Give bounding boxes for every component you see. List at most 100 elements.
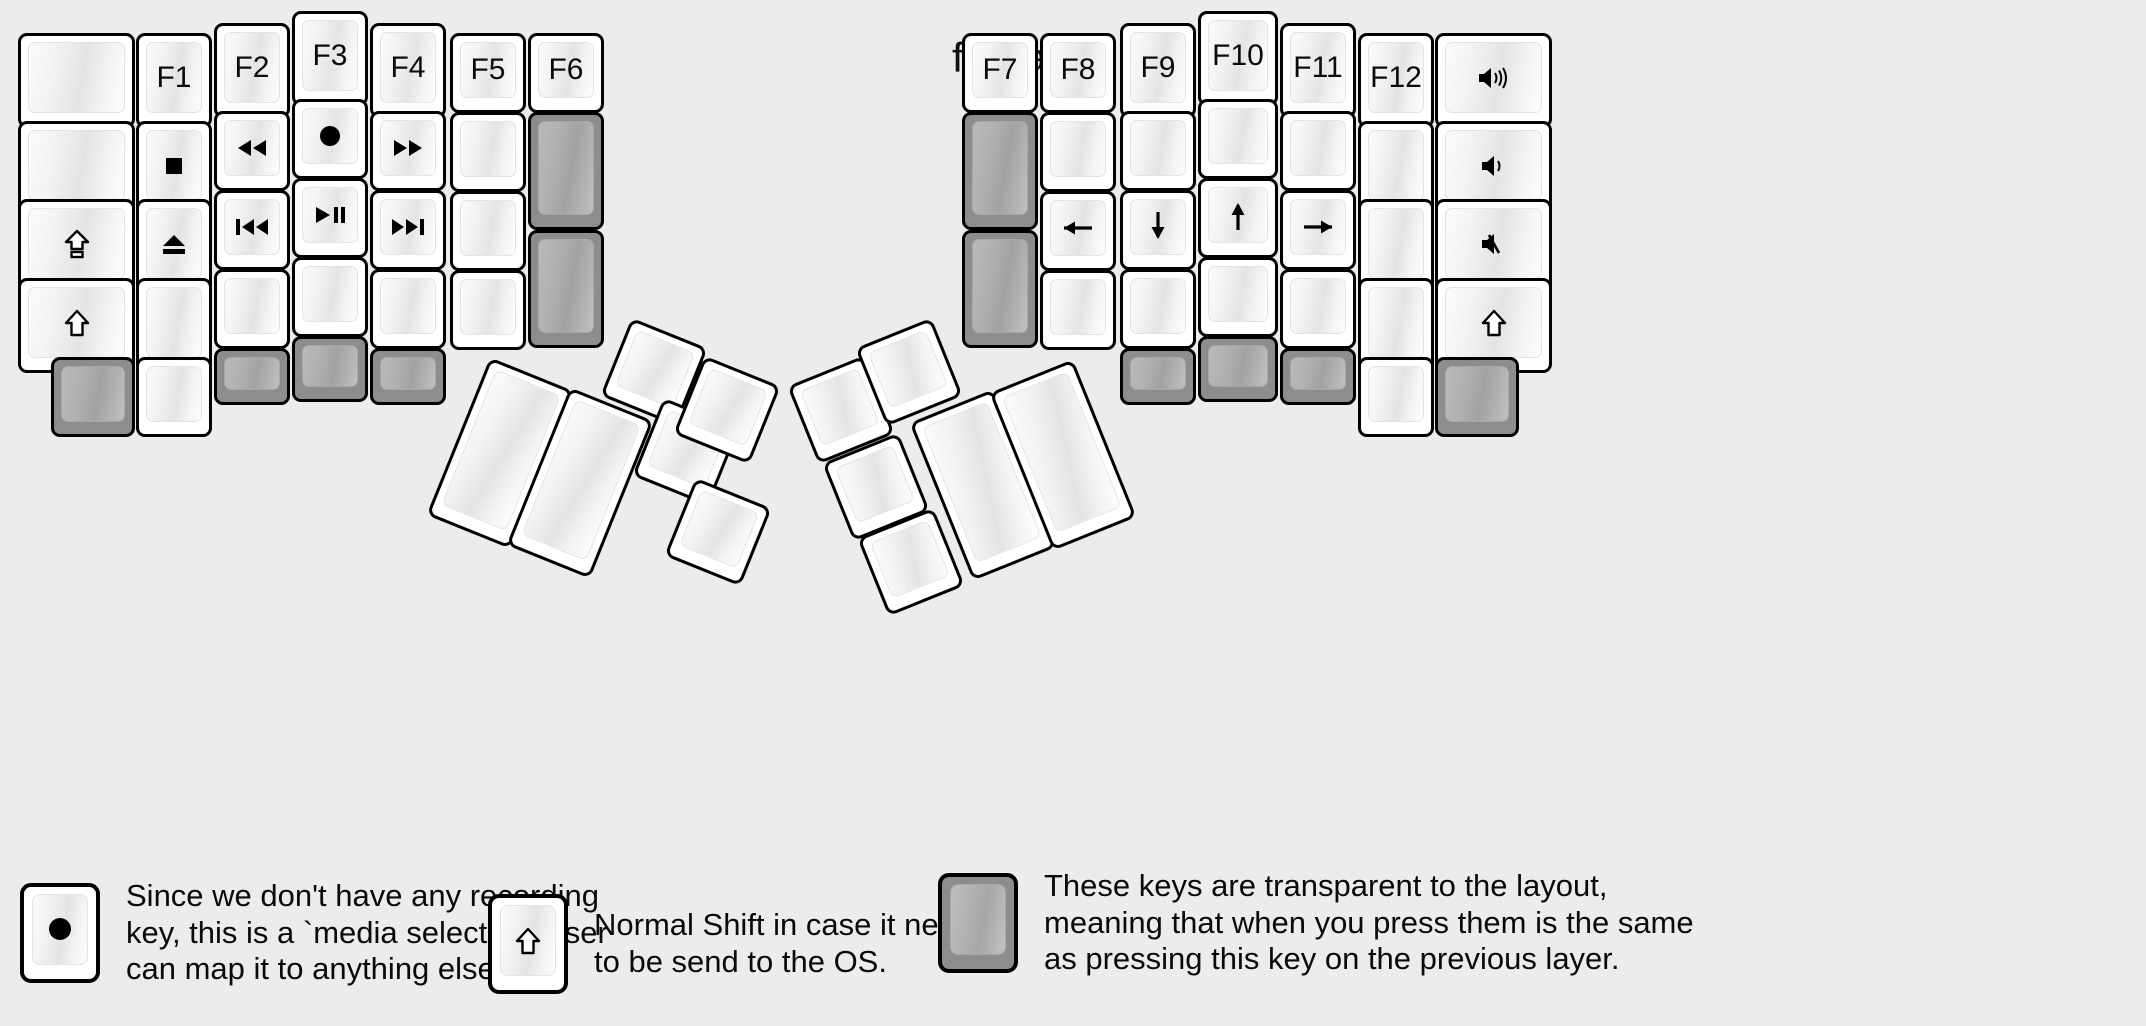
key-left-inner1-r4[interactable] [450, 270, 526, 350]
key-right-ring-transparent[interactable] [1280, 348, 1356, 405]
key-right-pinky-r5[interactable] [1358, 357, 1434, 437]
keycap-face [1290, 278, 1346, 334]
keycap-face [302, 187, 358, 243]
key-right-pinky-f12[interactable]: F12 [1358, 33, 1434, 128]
legend-item-transparent-key: These keys are transparent to the layout… [938, 868, 1694, 978]
keycap-face [224, 357, 280, 390]
keycap-face [972, 239, 1028, 333]
keycap-face [1208, 266, 1268, 322]
key-left-ring-r4[interactable] [214, 269, 290, 349]
key-right-inner1-arrow-left[interactable] [1040, 191, 1116, 271]
keycap-face [1445, 366, 1509, 422]
key-left-index-f4[interactable]: F4 [370, 23, 446, 118]
keycap-face [538, 239, 594, 333]
keycap-face [1208, 345, 1268, 387]
keycap-face [1130, 32, 1186, 103]
key-left-index-r4[interactable] [370, 269, 446, 349]
keycap-face [1130, 199, 1186, 255]
key-right-inner2-transparent-lower[interactable] [962, 230, 1038, 348]
key-left-pinky-f1[interactable]: F1 [136, 33, 212, 128]
key-right-inner1-f8[interactable]: F8 [1040, 33, 1116, 113]
legend-key-transparent [938, 872, 1018, 973]
key-right-ring-r2[interactable] [1280, 111, 1356, 191]
keycap-face [1290, 120, 1346, 176]
key-right-index-r2[interactable] [1120, 111, 1196, 191]
key-right-index-f9[interactable]: F9 [1120, 23, 1196, 118]
key-right-middle-transparent[interactable] [1198, 336, 1278, 402]
key-right-middle-r2[interactable] [1198, 99, 1278, 179]
key-left-outer-r1[interactable] [18, 33, 135, 128]
keycap-face [1130, 120, 1186, 176]
key-left-middle-f3[interactable]: F3 [292, 11, 368, 106]
keycap-face [1368, 287, 1424, 358]
key-left-middle-media-record[interactable] [292, 99, 368, 179]
media-record-icon [47, 916, 73, 942]
key-right-index-transparent[interactable] [1120, 348, 1196, 405]
keycap-face [1208, 187, 1268, 243]
keycap-face [1050, 42, 1106, 98]
keycap-face [380, 199, 436, 255]
shift-icon-svg [515, 927, 541, 954]
key-right-ring-r4[interactable] [1280, 269, 1356, 349]
key-left-middle-transparent[interactable] [292, 336, 368, 402]
keycap-face [224, 32, 280, 103]
key-right-ring-arrow-right[interactable] [1280, 190, 1356, 270]
key-left-ring-transparent[interactable] [214, 348, 290, 405]
keycap-face [28, 287, 125, 358]
key-right-inner2-transparent-upper[interactable] [962, 112, 1038, 230]
legend-text: These keys are transparent to the layout… [1044, 868, 1694, 977]
keycap-face [460, 121, 516, 177]
keycap-face [28, 130, 125, 201]
keycap-face [302, 345, 358, 387]
keycap-face [688, 367, 769, 447]
key-left-ring-media-prev[interactable] [214, 190, 290, 270]
keycap-face [538, 121, 594, 215]
keycap-face [146, 130, 202, 201]
key-right-middle-f10[interactable]: F10 [1198, 11, 1278, 106]
keycap-face [867, 329, 948, 409]
key-left-inner1-f5[interactable]: F5 [450, 33, 526, 113]
key-right-inner2-f7[interactable]: F7 [962, 33, 1038, 113]
keycap-face [972, 42, 1028, 98]
key-left-pinky-r5[interactable] [136, 357, 212, 437]
keycap-face [1445, 130, 1542, 201]
keycap-face [146, 366, 202, 422]
legend-key-shift [488, 894, 568, 994]
keycap-face [615, 329, 696, 409]
key-left-middle-r4[interactable] [292, 257, 368, 337]
keycap-face [1130, 357, 1186, 390]
keycap-face [1050, 279, 1106, 335]
keycap-face [380, 357, 436, 390]
key-right-inner1-r4[interactable] [1040, 270, 1116, 350]
keycap-face [1290, 32, 1346, 103]
key-right-index-r4[interactable] [1120, 269, 1196, 349]
key-left-index-transparent[interactable] [370, 348, 446, 405]
keycap-face [302, 20, 358, 91]
key-right-middle-r4[interactable] [1198, 257, 1278, 337]
key-left-outer-transparent[interactable] [51, 357, 135, 437]
key-left-inner2-transparent-upper[interactable] [528, 112, 604, 230]
key-right-middle-arrow-up[interactable] [1198, 178, 1278, 258]
key-right-index-arrow-down[interactable] [1120, 190, 1196, 270]
key-right-outer-transparent[interactable] [1435, 357, 1519, 437]
keycap-face [224, 199, 280, 255]
key-right-ring-f11[interactable]: F11 [1280, 23, 1356, 118]
key-left-index-media-fast-forward[interactable] [370, 111, 446, 191]
keycap-face [460, 42, 516, 98]
keycap-face [869, 519, 950, 599]
keycap-face [1445, 42, 1542, 113]
keycap-face [61, 366, 125, 422]
key-left-middle-media-play-pause[interactable] [292, 178, 368, 258]
key-left-ring-media-rewind[interactable] [214, 111, 290, 191]
key-left-inner2-transparent-lower[interactable] [528, 230, 604, 348]
key-left-inner2-f6[interactable]: F6 [528, 33, 604, 113]
shift-icon [515, 927, 541, 955]
key-left-inner1-r2[interactable] [450, 112, 526, 192]
legend-item-shift-key: Normal Shift in case it needs to be send… [488, 894, 989, 994]
key-left-ring-f2[interactable]: F2 [214, 23, 290, 118]
key-right-outer-volume-up[interactable] [1435, 33, 1552, 128]
key-left-index-media-next[interactable] [370, 190, 446, 270]
key-right-inner1-r2[interactable] [1040, 112, 1116, 192]
key-left-inner1-r3[interactable] [450, 191, 526, 271]
